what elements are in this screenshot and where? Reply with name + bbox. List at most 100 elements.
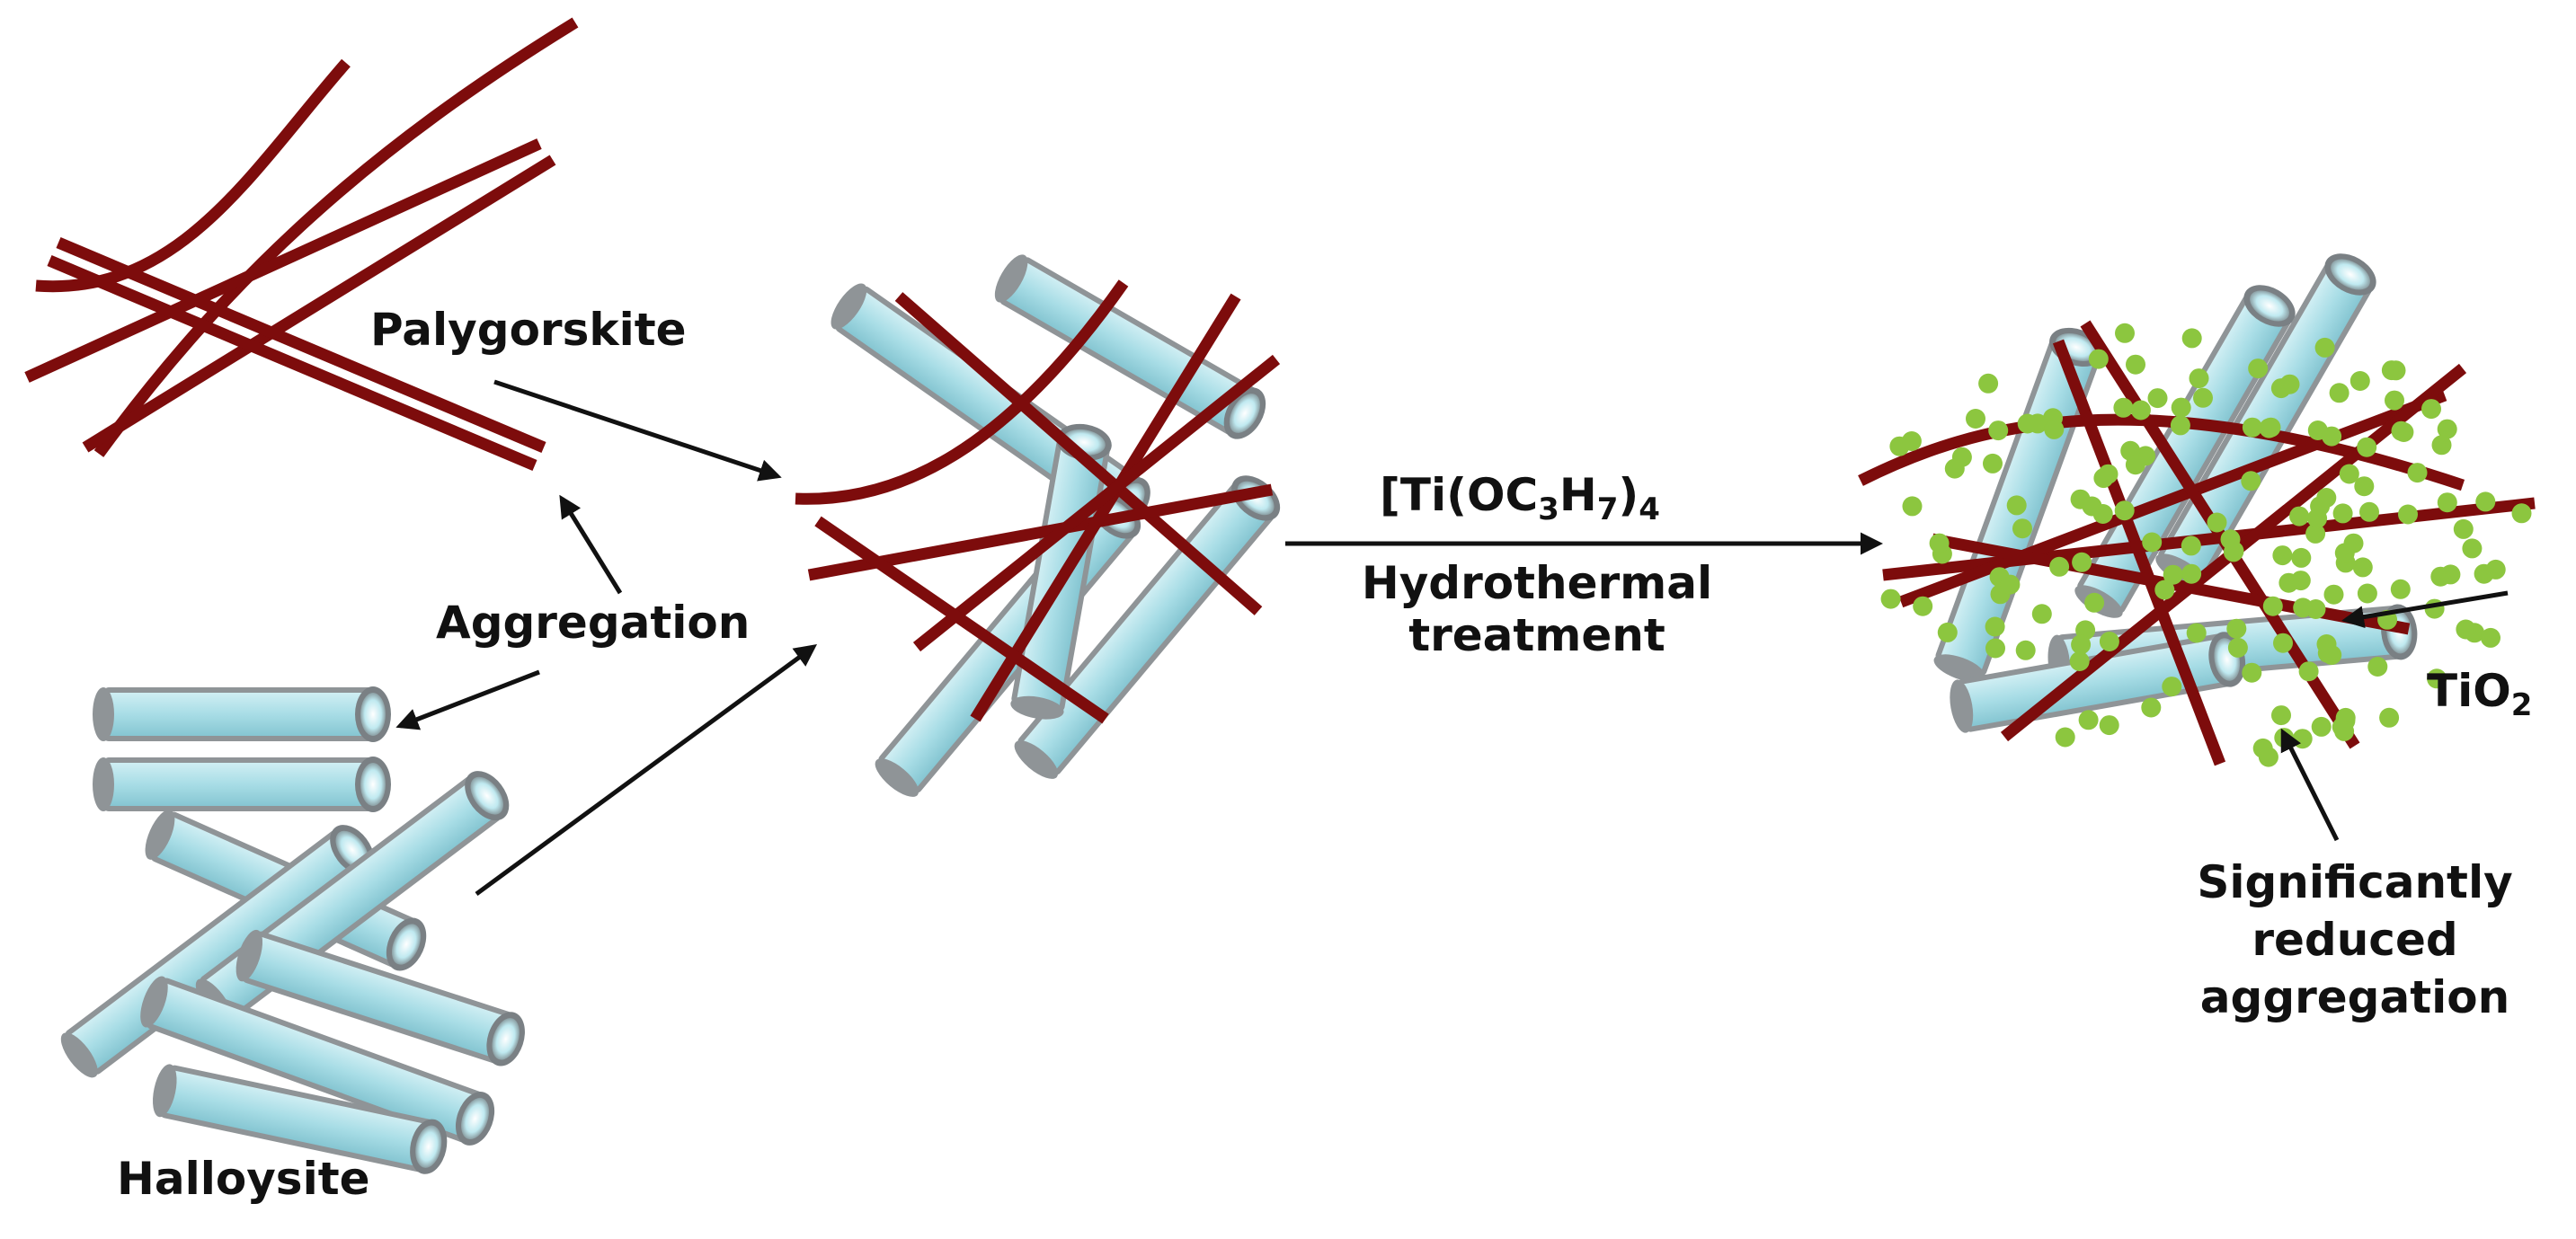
tio2-dot [2314, 337, 2335, 358]
tio2-dot [2279, 374, 2300, 394]
label-aggregation: Aggregation [436, 597, 751, 649]
arrow-halloysite-to-composite [475, 644, 818, 897]
tio2-dot [2357, 583, 2377, 604]
tio2-dot [2290, 571, 2311, 591]
tio2-dot [2437, 492, 2457, 513]
tio2-dot [1913, 596, 1933, 616]
tio2-dot [2099, 715, 2119, 736]
arrow-palygorskite-to-composite [493, 379, 782, 482]
tio2-dot [2227, 637, 2248, 658]
tio2-dot [2031, 604, 2052, 624]
tio2-dot [1944, 458, 1965, 479]
tio2-dot [2407, 463, 2428, 483]
tio2-dot [2456, 619, 2476, 640]
tio2-dot [2207, 512, 2227, 533]
palygorskite-fibers [24, 17, 579, 471]
tio2-dot [2015, 640, 2036, 660]
tio2-dot [2390, 579, 2411, 599]
tio2-dot [2334, 721, 2355, 741]
tio2-dot [2088, 349, 2109, 369]
tio2-dot [2163, 564, 2183, 585]
label-result-line1: Significantly [2197, 856, 2513, 908]
tio2-dot [2130, 400, 2151, 420]
tio2-dot [2115, 323, 2135, 343]
tio2-dot [2069, 651, 2090, 671]
tio2-dot [2162, 677, 2182, 697]
tio2-dot [1966, 409, 1985, 429]
tio2-dot [2293, 597, 2314, 618]
tio2-dot [2367, 657, 2388, 677]
tio2-dot [2349, 371, 2370, 391]
tio2-dot [2511, 503, 2532, 524]
tio2-dot [2271, 705, 2291, 726]
tio2-dot [2334, 543, 2355, 563]
tio2-dot [2099, 632, 2119, 651]
tio2-dot [2078, 710, 2099, 730]
tio2-dot [2142, 532, 2163, 553]
tio2-dot [2305, 523, 2326, 544]
label-palygorskite: Palygorskite [370, 304, 687, 356]
tio2-dot [1985, 616, 2005, 637]
tio2-dot [2000, 574, 2021, 595]
tio2-dot [2226, 618, 2247, 639]
tio2-dot [2475, 491, 2496, 512]
tio2-dot [2186, 623, 2207, 643]
tio2-dot [2289, 506, 2310, 527]
tio2-dot [2291, 547, 2312, 568]
tio2-dot [2006, 495, 2027, 516]
tio2-dot [2352, 557, 2373, 578]
tio2-dot [1937, 622, 1958, 642]
tio2-dot [2437, 419, 2457, 439]
tio2-dot [2462, 538, 2483, 559]
label-result-line2: reduced [2252, 914, 2458, 966]
tio2-dot [1902, 496, 1923, 517]
tio2-dot [2055, 727, 2075, 748]
tio2-dot [2430, 566, 2451, 587]
tio2-dot [2082, 496, 2102, 517]
tio2-dot [2354, 476, 2375, 497]
tio2-dot [2154, 580, 2175, 600]
tio2-dot [2385, 390, 2404, 411]
tio2-dot [2044, 419, 2065, 439]
tio2-dot [2242, 662, 2262, 683]
label-result-line3: aggregation [2199, 971, 2510, 1023]
label-halloysite: Halloysite [117, 1153, 370, 1205]
tio2-dot [2114, 500, 2135, 521]
tio2-dot [2113, 397, 2134, 418]
tio2-dot [2272, 545, 2293, 566]
tio2-dot [2323, 584, 2344, 605]
tio2-dot [1983, 453, 2003, 473]
tio2-dot [2485, 559, 2506, 580]
tio2-dot [2427, 668, 2447, 689]
tio2-dot [1988, 420, 2009, 441]
tio2-dot [2329, 383, 2349, 403]
tio2-dot [2379, 707, 2400, 728]
tio2-dot [2317, 642, 2338, 663]
label-process-line2: treatment [1408, 609, 1666, 661]
tio2-dot [2181, 563, 2202, 584]
tio2-dot [2481, 627, 2500, 648]
tio2-dot [2453, 518, 2474, 539]
label-tio2: TiO2 [2427, 665, 2533, 723]
tio2-dot [2171, 397, 2191, 418]
tio2-dot [2072, 552, 2092, 572]
tio2-dot [2307, 420, 2328, 440]
tio2-dot [2258, 747, 2278, 767]
tio2-dot [1880, 589, 1901, 609]
tio2-dot [2125, 455, 2145, 475]
tio2-dot [1929, 533, 1950, 553]
label-reduced-aggregation: Significantly reduced aggregation [2166, 854, 2544, 1026]
tio2-dot [2273, 633, 2293, 653]
tio2-particles [1880, 323, 2532, 767]
tio2-dot [2298, 661, 2319, 682]
tio2-dot [2292, 729, 2313, 749]
tio2-dot [2311, 716, 2332, 737]
tio2-dot [2248, 358, 2269, 379]
tio2-dot [2189, 368, 2209, 389]
tio2-dot [2339, 464, 2359, 484]
tio2-dot [2398, 504, 2418, 525]
tio2-dot [2193, 387, 2213, 408]
arrow-reduced-pointer [2280, 728, 2340, 842]
tio2-dot [2359, 501, 2379, 522]
